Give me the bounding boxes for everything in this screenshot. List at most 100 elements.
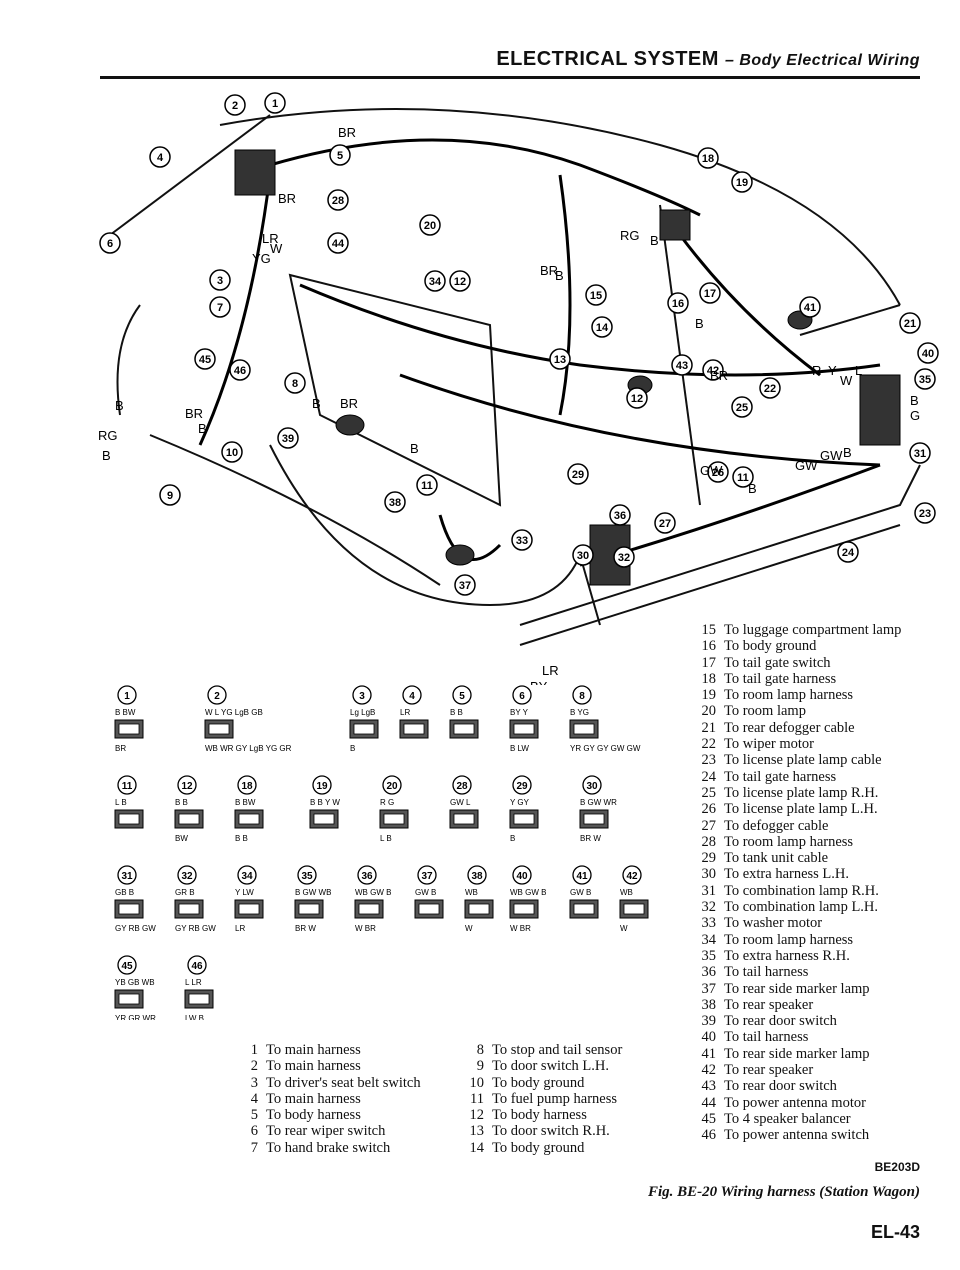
svg-text:40: 40 (516, 871, 528, 882)
legend-number: 3 (250, 1074, 258, 1091)
rear-bumper-top (519, 464, 921, 626)
tailgate-top (799, 304, 901, 336)
wheel-arch (269, 444, 581, 607)
connector-18: 18B BWB B (234, 775, 264, 843)
figure-code: BE203D (874, 1160, 920, 1174)
legend-text: To combination lamp L.H. (724, 899, 879, 916)
svg-text:B LW: B LW (510, 744, 529, 753)
callout-26: 26 (707, 461, 729, 483)
svg-text:12: 12 (454, 276, 466, 288)
legend-text: To tail harness (724, 964, 809, 981)
svg-text:24: 24 (842, 547, 855, 559)
legend-text: To combination lamp R.H. (724, 882, 879, 899)
svg-text:BR W: BR W (295, 924, 316, 933)
svg-text:5: 5 (459, 691, 465, 702)
svg-text:6: 6 (519, 691, 525, 702)
svg-text:16: 16 (672, 298, 684, 310)
legend-text: To rear speaker (724, 1062, 814, 1079)
svg-text:2: 2 (214, 691, 220, 702)
legend-text: To body harness (492, 1107, 587, 1124)
svg-text:35: 35 (919, 374, 931, 386)
svg-text:YB GB WB: YB GB WB (115, 978, 155, 987)
svg-text:YR GY GY GW GW: YR GY GY GW GW (570, 744, 641, 753)
legend-text: To rear wiper switch (266, 1123, 386, 1140)
windshield-pillar (109, 114, 271, 236)
legend-number: 45 (701, 1110, 717, 1127)
callout-37: 37 (454, 574, 476, 596)
legend-text: To tail gate switch (724, 654, 831, 671)
callout-29: 29 (567, 463, 589, 485)
legend-item: 8 To stop and tail sensor (458, 1042, 623, 1058)
svg-text:Lg LgB: Lg LgB (350, 708, 375, 717)
page-header: ELECTRICAL SYSTEM – Body Electrical Wiri… (496, 48, 920, 71)
svg-text:33: 33 (516, 535, 528, 547)
legend-number: 40 (701, 1029, 717, 1046)
svg-text:29: 29 (516, 781, 528, 792)
legend-number: 34 (701, 931, 717, 948)
svg-text:34: 34 (429, 276, 442, 288)
legend-text: To tail harness (724, 1029, 809, 1046)
svg-text:45: 45 (199, 354, 211, 366)
connector-20: 20R GL B (379, 775, 409, 843)
legend-text: To extra harness L.H. (724, 866, 850, 883)
wire-color-label: R (812, 363, 821, 378)
wire-color-label: GW (700, 463, 723, 478)
legend-text: To rear speaker (724, 996, 814, 1013)
legend-text: To license plate lamp cable (724, 752, 882, 769)
legend-text: To tail gate harness (724, 670, 837, 687)
wire-color-label: BR (338, 125, 356, 140)
svg-text:W: W (465, 924, 473, 933)
legend-number: 10 (469, 1074, 485, 1091)
legend-text: To tail gate harness (724, 768, 837, 785)
legend-item: 35 To extra harness R.H. (690, 948, 901, 964)
legend-text: To door switch R.H. (492, 1123, 610, 1140)
svg-text:17: 17 (704, 288, 716, 300)
svg-text:9: 9 (167, 490, 173, 502)
legend-number: 9 (476, 1058, 484, 1075)
legend-number: 8 (476, 1042, 484, 1058)
svg-text:31: 31 (121, 871, 133, 882)
wire-color-label: B (102, 448, 111, 463)
header-title: ELECTRICAL SYSTEM (496, 48, 719, 70)
legend-number: 44 (701, 1094, 717, 1111)
legend-text: To room lamp harness (724, 687, 854, 704)
svg-text:15: 15 (590, 290, 602, 302)
connector-11: 11L B (114, 775, 144, 829)
wire-color-label: BR (340, 396, 358, 411)
svg-text:29: 29 (572, 469, 584, 481)
wire-color-label: B (650, 233, 659, 248)
svg-text:GW L: GW L (450, 798, 471, 807)
wire-color-label: B (410, 441, 419, 456)
legend-text: To door switch L.H. (492, 1058, 609, 1075)
legend-number: 35 (701, 947, 717, 964)
wire-color-label: BR (710, 368, 728, 383)
wire-color-label: GW (820, 448, 843, 463)
svg-text:LW B: LW B (185, 1014, 204, 1020)
front-body-line (116, 304, 141, 416)
legend-text: To extra harness R.H. (724, 947, 850, 964)
connector-12: 12B BBW (174, 775, 204, 843)
callout-18: 18 (697, 147, 719, 169)
svg-text:18: 18 (702, 153, 714, 165)
wire-color-label: BR (540, 263, 558, 278)
svg-text:26: 26 (712, 467, 724, 479)
legend-text: To stop and tail sensor (492, 1042, 623, 1058)
wire-color-label: B (115, 398, 124, 413)
svg-text:R G: R G (380, 798, 394, 807)
svg-text:GR B: GR B (175, 888, 195, 897)
